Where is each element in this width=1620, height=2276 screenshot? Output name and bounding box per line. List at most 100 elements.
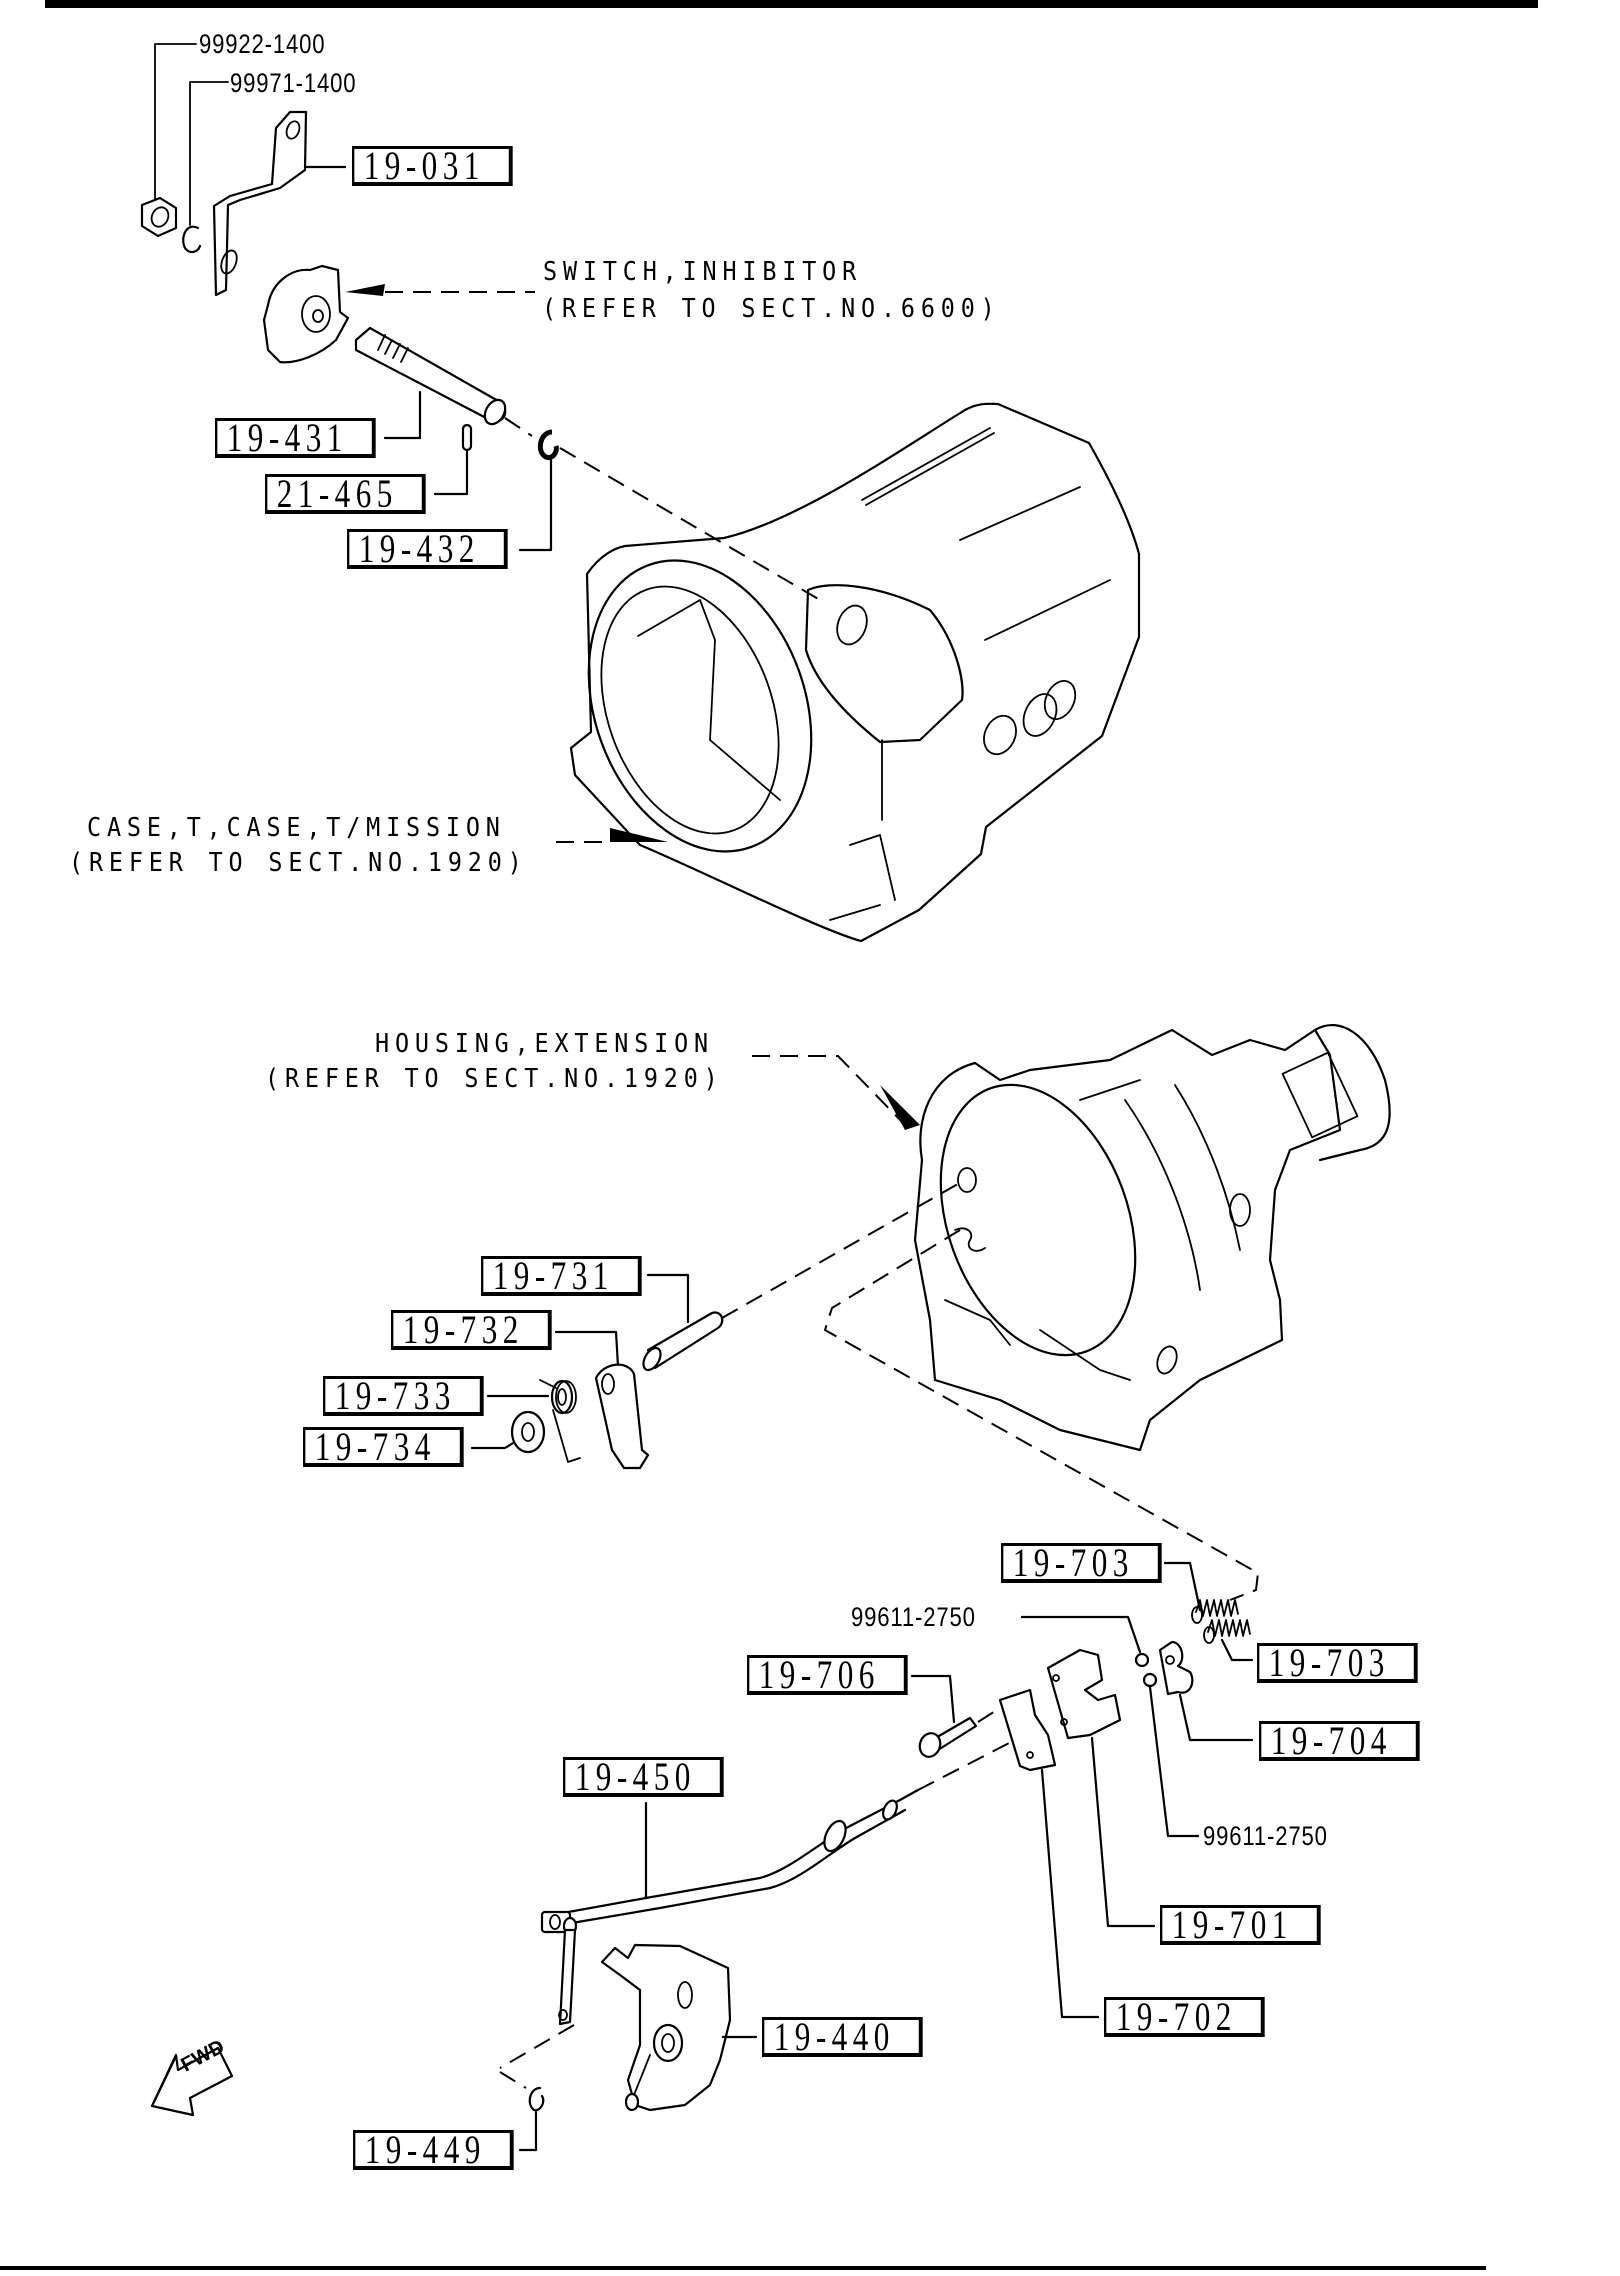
e-clip-19-449-icon [528,2086,545,2112]
note-case-reference: (REFER TO SECT.NO.1920) [69,848,528,878]
part-label-19-450[interactable]: 19-450 [563,1753,724,1799]
note-housing-reference: (REFER TO SECT.NO.1920) [265,1064,724,1094]
washer-icon [182,225,202,254]
part-number-text: 19-703 [1012,1539,1134,1585]
part-number-text: 19-432 [358,525,480,571]
detent-bracket-19-701-icon [1046,1648,1122,1740]
pin-21-465-icon [461,423,473,452]
fwd-arrow-icon [150,2046,234,2117]
leader-19-734 [470,1438,520,1450]
part-label-19-449[interactable]: 19-449 [353,2126,514,2172]
leader-19-449 [518,2110,538,2152]
spring-washer-19-733-icon [539,1379,581,1463]
part-number-text: 19-703 [1268,1639,1390,1685]
part-number-text: 19-450 [574,1753,696,1799]
leader-washer [189,81,229,226]
manual-plate-19-440-icon [600,1943,732,2112]
nut-icon [140,196,178,238]
part-number-text: 19-734 [314,1423,436,1469]
part-number-text: 21-465 [276,470,398,516]
part-number-text: 19-702 [1115,1993,1237,2039]
leader-19-704 [1178,1693,1254,1742]
part-number-text: 19-704 [1270,1717,1392,1763]
shaft-19-431-icon [354,326,507,426]
leader-19-701 [1090,1736,1156,1928]
cable-to-bracket-dashed [917,1739,1016,1791]
part-number-text: 19-449 [364,2126,486,2172]
part-number-text: 19-732 [402,1306,524,1352]
pin-to-housing-dashed [721,1179,966,1319]
note-switch-reference: (REFER TO SECT.NO.6600) [542,294,1001,324]
leader-19-703-top [1163,1561,1202,1612]
note-housing-extension: HOUSING,EXTENSION [375,1029,714,1059]
bracket-19-031-icon [212,110,308,297]
lever-to-housing-dashed [823,1229,1260,1601]
clip-upper-icon [1134,1652,1150,1668]
leader-clip-upper [1020,1615,1142,1654]
label-clip-99611-2750-lower: 99611-2750 [1203,1821,1328,1851]
extension-housing-icon [913,1024,1391,1452]
part-label-19-734[interactable]: 19-734 [303,1423,464,1469]
clip-dashed [499,2024,575,2069]
leader-nut [154,43,197,201]
housing-leader [752,1055,906,1126]
part-number-text: 19-701 [1171,1901,1293,1947]
housing-pointer-arrow [880,1085,920,1130]
part-number-text: 19-440 [773,2013,895,2059]
part-label-19-702[interactable]: 19-702 [1104,1993,1265,2039]
leader-19-702 [1040,1768,1100,2019]
part-label-19-703-upper[interactable]: 19-703 [1001,1539,1162,1585]
transmission-case-icon [569,402,1141,943]
top-border-rule [45,0,1538,8]
leader-21-465 [433,450,469,496]
label-washer-99971-1400: 99971-1400 [230,68,357,98]
part-label-19-431[interactable]: 19-431 [215,414,376,460]
part-label-19-440[interactable]: 19-440 [762,2013,923,2059]
part-label-19-732[interactable]: 19-732 [391,1306,552,1352]
part-label-19-704[interactable]: 19-704 [1259,1717,1420,1763]
pin-19-731-icon [642,1311,724,1372]
switch-pointer-arrow [345,284,385,296]
part-label-19-432[interactable]: 19-432 [347,525,508,571]
bolt-19-706-icon [918,1716,978,1758]
leader-19-703-bottom [1220,1638,1254,1662]
part-number-text: 19-733 [334,1372,456,1418]
clip-dashed-2 [499,2071,527,2089]
part-number-text: 19-731 [492,1252,614,1298]
leader-19-732 [554,1330,620,1368]
part-label-19-703-lower[interactable]: 19-703 [1257,1639,1418,1685]
part-label-19-731[interactable]: 19-731 [481,1252,642,1298]
leader-clip-lower [1148,1685,1200,1838]
spring-19-703-bottom-icon [1203,1619,1251,1644]
part-label-21-465[interactable]: 21-465 [265,470,426,516]
shift-cable-19-450-icon [540,1788,920,2026]
case-pointer-arrow [610,828,668,842]
part-label-19-701[interactable]: 19-701 [1160,1901,1321,1947]
ring-to-case-dashed [559,447,821,601]
oring-19-432-icon [537,429,559,461]
cable-bracket-19-702-icon [998,1688,1057,1772]
part-number-text: 19-031 [363,142,485,188]
detent-roller-19-704-icon [1158,1640,1194,1696]
shaft-to-ring-dashed [504,417,533,437]
washer-19-734-icon [510,1410,546,1454]
bolt-to-bracket-dashed [977,1707,1001,1723]
label-nut-99922-1400: 99922-1400 [199,29,326,59]
leader-19-706 [910,1674,956,1724]
leader-19-731 [646,1273,690,1324]
leader-19-431 [383,390,422,440]
bottom-border-rule [0,2266,1486,2270]
part-label-19-733[interactable]: 19-733 [323,1372,484,1418]
leader-19-432 [518,458,553,552]
clip-lower-icon [1142,1672,1158,1688]
note-case-transmission: CASE,T,CASE,T/MISSION [87,813,506,843]
inhibitor-switch-icon [262,264,350,364]
note-switch-inhibitor: SWITCH,INHIBITOR [543,257,863,287]
spring-19-703-top-icon [1191,1599,1239,1624]
part-label-19-031[interactable]: 19-031 [352,142,513,188]
part-label-19-706[interactable]: 19-706 [747,1651,908,1697]
part-number-text: 19-706 [758,1651,880,1697]
part-number-text: 19-431 [226,414,348,460]
lever-19-732-icon [594,1363,650,1470]
